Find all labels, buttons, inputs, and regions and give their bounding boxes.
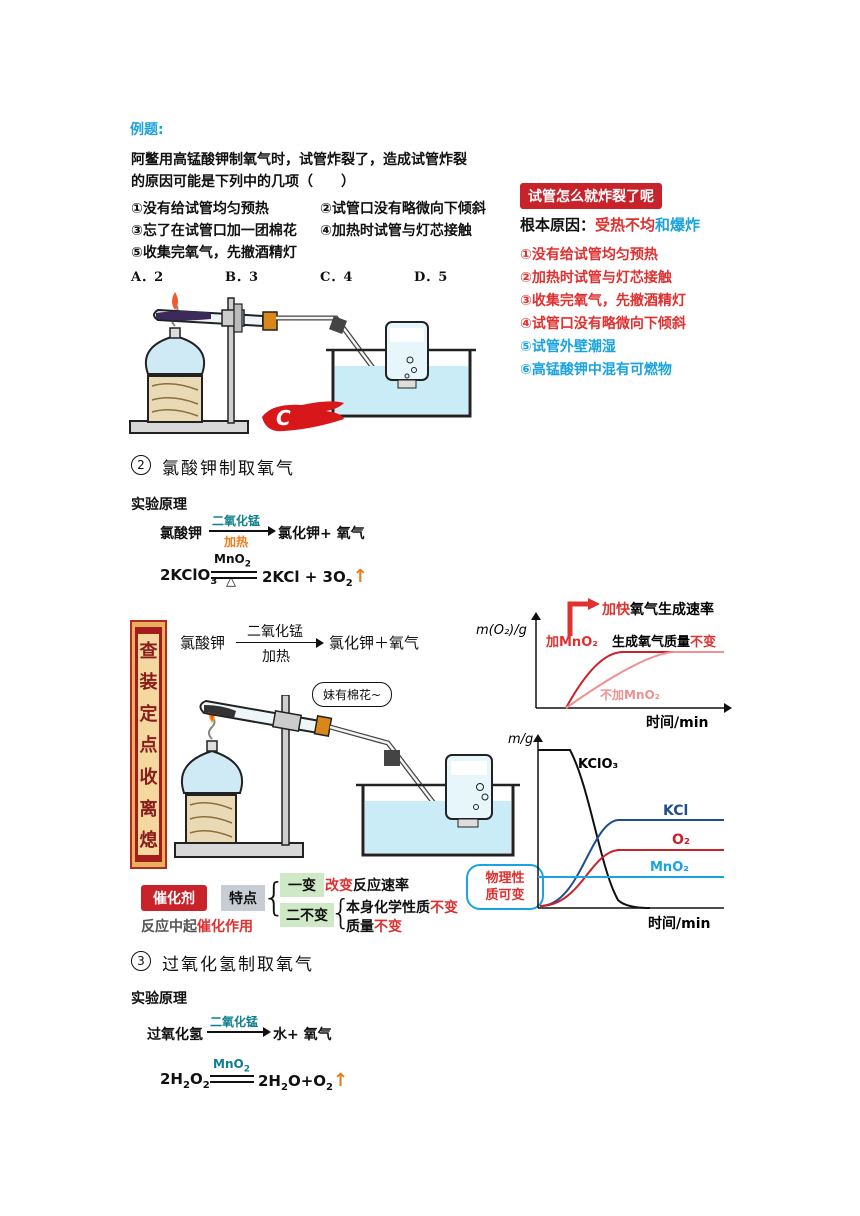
- question-line-1: 阿鳖用高锰酸钾制氧气时，试管炸裂了，造成试管炸裂: [131, 152, 467, 168]
- s3-word-products: 水+ 氧气: [273, 1027, 332, 1043]
- graph-o2-mass: m(O₂)/g 时间/min 加MnO₂ 生成氧气质量不变 不加MnO₂ 加快氧…: [476, 598, 732, 731]
- side-char-6: 离: [139, 798, 158, 820]
- feature-tag: 特点: [221, 885, 265, 911]
- d2-arrow-head: [316, 638, 324, 648]
- s3-word-catalyst: 二氧化锰: [210, 1015, 259, 1029]
- graph1-arrow-note: 加快氧气生成速率: [601, 601, 714, 618]
- chem-prop-text: 本身化学性质不变: [346, 900, 458, 916]
- root-cause-label: 根本原因：: [520, 216, 596, 234]
- d2-condition: 加热: [262, 649, 290, 665]
- s3-eq-double-line: [210, 1075, 254, 1083]
- curve-o2: [539, 849, 724, 907]
- s2-eq-left: 2KClO3: [160, 566, 218, 587]
- graph1-mass-label: 生成氧气质量不变: [612, 634, 716, 650]
- root-cause-and: 和: [655, 216, 671, 234]
- s3-arrow-head: [263, 1027, 271, 1037]
- section-2-title: 氯酸钾制取氧气: [162, 459, 295, 479]
- side-char-7: 熄: [139, 830, 158, 852]
- root-cause-blue: 爆炸: [670, 216, 701, 234]
- curve-without-mno2: [565, 651, 724, 709]
- s3-word-arrow: [207, 1031, 267, 1033]
- s2-eq-double-line: [211, 571, 257, 579]
- s2-eq-over: MnO2: [214, 552, 251, 570]
- choice-a: A．2: [131, 270, 164, 285]
- label-kclo3: KClO₃: [578, 757, 618, 772]
- s2-eq-right: 2KCl + 3O2↑: [262, 566, 368, 589]
- d2-arrow: [236, 642, 320, 643]
- graph1-xlabel: 时间/min: [646, 714, 708, 731]
- label-o2: O₂: [672, 832, 690, 848]
- root-cause-line: 根本原因：受热不均和爆炸: [520, 214, 700, 235]
- section-2-principle: 实验原理: [131, 497, 187, 513]
- reason-2: ②加热时试管与灯芯接触: [520, 270, 672, 286]
- side-char-1: 查: [139, 640, 158, 662]
- catalytic-role: 反应中起催化作用: [141, 919, 253, 935]
- cotton-speech-bubble: 妹有棉花~: [312, 682, 393, 707]
- panel-title-tag: 试管怎么就炸裂了呢: [520, 183, 662, 209]
- s3-eq-over: MnO2: [213, 1057, 250, 1075]
- side-char-4: 点: [139, 735, 158, 757]
- reason-4: ④试管口没有略微向下倾斜: [520, 316, 686, 332]
- choice-c: C．4: [320, 270, 353, 285]
- option-2: ②试管口没有略微向下倾斜: [320, 201, 486, 217]
- section-3-number: 3: [131, 951, 151, 971]
- s2-word-reactant: 氯酸钾: [160, 526, 202, 542]
- d2-catalyst: 二氧化锰: [247, 624, 303, 640]
- side-char-5: 收: [139, 767, 158, 789]
- option-5: ⑤收集完氧气，先撤酒精灯: [131, 245, 297, 261]
- s2-word-condition: 加热: [224, 535, 249, 549]
- mass-text: 质量不变: [346, 919, 402, 935]
- answer-brush-mark: C: [262, 401, 344, 432]
- s2-word-catalyst: 二氧化锰: [212, 514, 261, 528]
- s2-word-products: 氯化钾+ 氧气: [278, 526, 365, 542]
- graph2-xlabel: 时间/min: [648, 915, 710, 932]
- change-text: 改变反应速率: [325, 878, 409, 894]
- two-unchanged-tag: 二不变: [280, 903, 334, 927]
- curve-kcl: [539, 819, 724, 907]
- answer-letter: C: [276, 406, 291, 430]
- one-change-tag: 一变: [280, 873, 324, 897]
- kclo3-apparatus: [174, 695, 520, 858]
- s3-word-reactant: 过氧化氢: [147, 1027, 203, 1043]
- kmno4-apparatus: [129, 292, 476, 434]
- choice-d: D．5: [414, 270, 448, 285]
- example-label: 例题:: [130, 122, 164, 138]
- option-1: ①没有给试管均匀预热: [131, 201, 269, 217]
- graph1-no-add-label: 不加MnO₂: [600, 687, 660, 702]
- section-3-title: 过氧化氢制取氧气: [162, 955, 314, 975]
- option-3: ③忘了在试管口加一团棉花: [131, 223, 297, 239]
- s2-word-arrow: [209, 530, 273, 532]
- side-char-2: 装: [139, 672, 158, 694]
- graph2-ylabel: m/g: [508, 732, 533, 747]
- section-2-number: 2: [131, 455, 151, 475]
- reason-3: ③收集完氧气，先撤酒精灯: [520, 293, 686, 309]
- curve-with-mno2: [565, 651, 724, 709]
- s2-arrow-head: [268, 526, 276, 536]
- reason-5: ⑤试管外壁潮湿: [520, 339, 616, 355]
- question-line-2: 的原因可能是下列中的几项（ ）: [131, 174, 355, 190]
- speedup-arrow: [567, 601, 590, 636]
- section-3-principle: 实验原理: [131, 991, 187, 1007]
- root-cause-red: 受热不均: [595, 216, 656, 234]
- s2-eq-under: △: [226, 574, 236, 589]
- side-char-3: 定: [139, 703, 158, 725]
- reason-1: ①没有给试管均匀预热: [520, 247, 658, 263]
- d2-products: 氯化钾＋氧气: [329, 634, 420, 652]
- graph1-add-label: 加MnO₂: [545, 635, 598, 650]
- graph-mass-time: m/g 时间/min KClO₃ KCl O₂ MnO₂: [508, 732, 724, 932]
- curve-kclo3: [538, 749, 651, 909]
- label-mno2: MnO₂: [650, 860, 689, 875]
- option-4: ④加热时试管与灯芯接触: [320, 223, 472, 239]
- graph1-ylabel: m(O₂)/g: [476, 623, 527, 638]
- catalyst-tag: 催化剂: [141, 885, 207, 911]
- d2-reactant: 氯酸钾: [180, 634, 226, 652]
- physical-property-bubble: 物理性质可变: [466, 864, 544, 910]
- label-kcl: KCl: [663, 803, 688, 819]
- side-scroll: 查 装 定 点 收 离 熄: [130, 620, 167, 869]
- s3-eq-right: 2H2O+O2↑: [258, 1070, 349, 1093]
- s3-eq-left: 2H2O2: [160, 1070, 210, 1091]
- reason-6: ⑥高锰酸钾中混有可燃物: [520, 362, 672, 378]
- choice-b: B．3: [225, 270, 259, 285]
- brace-2: {: [330, 893, 352, 933]
